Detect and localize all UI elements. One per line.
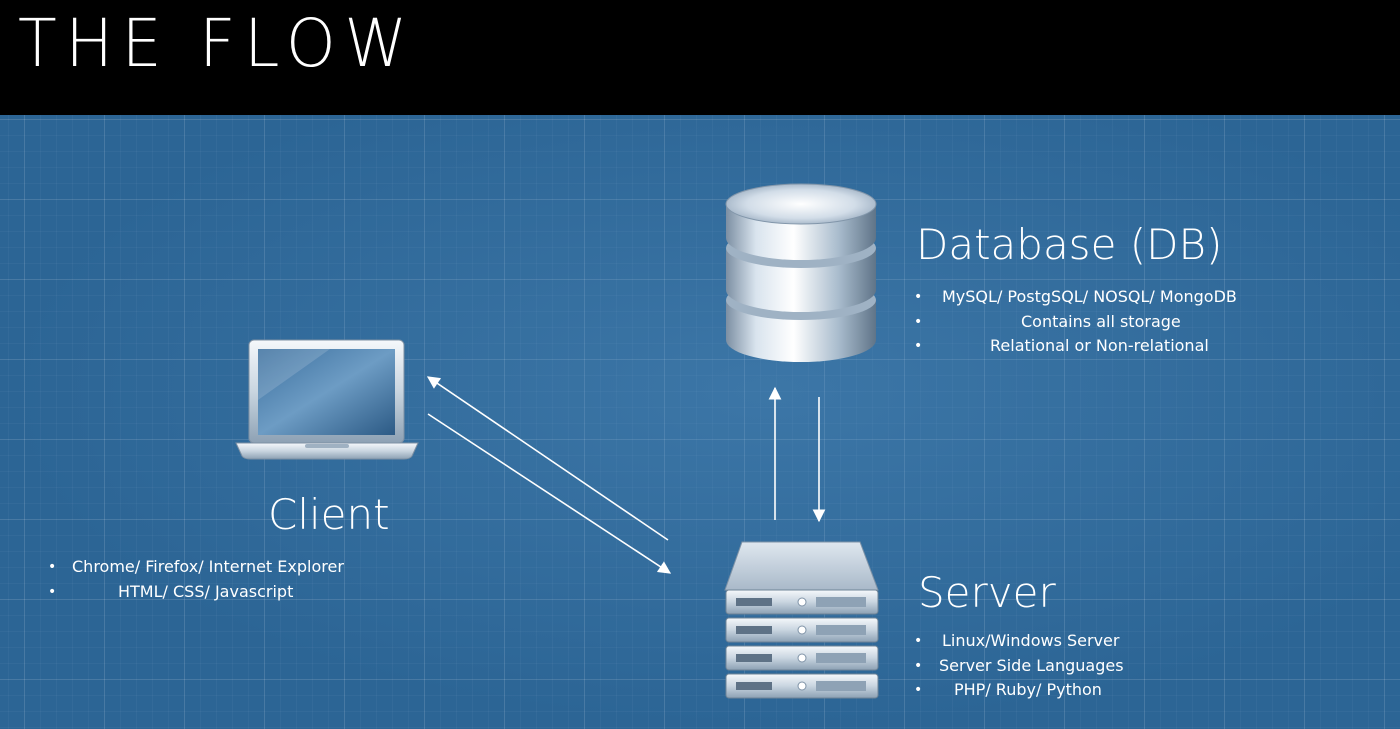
database-bullets: MySQL/ PostgSQL/ NOSQL/ MongoDB Contains… [914,285,1306,359]
client-bullet: HTML/ CSS/ Javascript [48,580,390,605]
client-bullets: Chrome/ Firefox/ Internet Explorer HTML/… [48,555,390,605]
database-bullet: MySQL/ PostgSQL/ NOSQL/ MongoDB [914,285,1306,310]
client-label: Client [268,490,390,539]
database-label: Database (DB) [916,220,1223,269]
server-bullets: Linux/Windows Server Server Side Languag… [914,629,1216,703]
server-bullet: Server Side Languages [914,654,1216,679]
server-bullet: Linux/Windows Server [914,629,1216,654]
server-bullet: PHP/ Ruby/ Python [914,678,1216,703]
arrow-client-to-server [427,413,672,574]
database-icon [725,183,877,362]
laptop-icon [235,339,419,460]
server-icon [724,541,879,699]
client-bullet: Chrome/ Firefox/ Internet Explorer [48,555,390,580]
database-bullet: Contains all storage [914,310,1306,335]
server-label: Server [918,568,1056,617]
blueprint-canvas [0,115,1400,729]
database-bullet: Relational or Non-relational [914,334,1306,359]
header-bar: THE FLOW [0,0,1400,115]
arrow-server-to-client [426,376,669,541]
page-title: THE FLOW [18,5,416,82]
